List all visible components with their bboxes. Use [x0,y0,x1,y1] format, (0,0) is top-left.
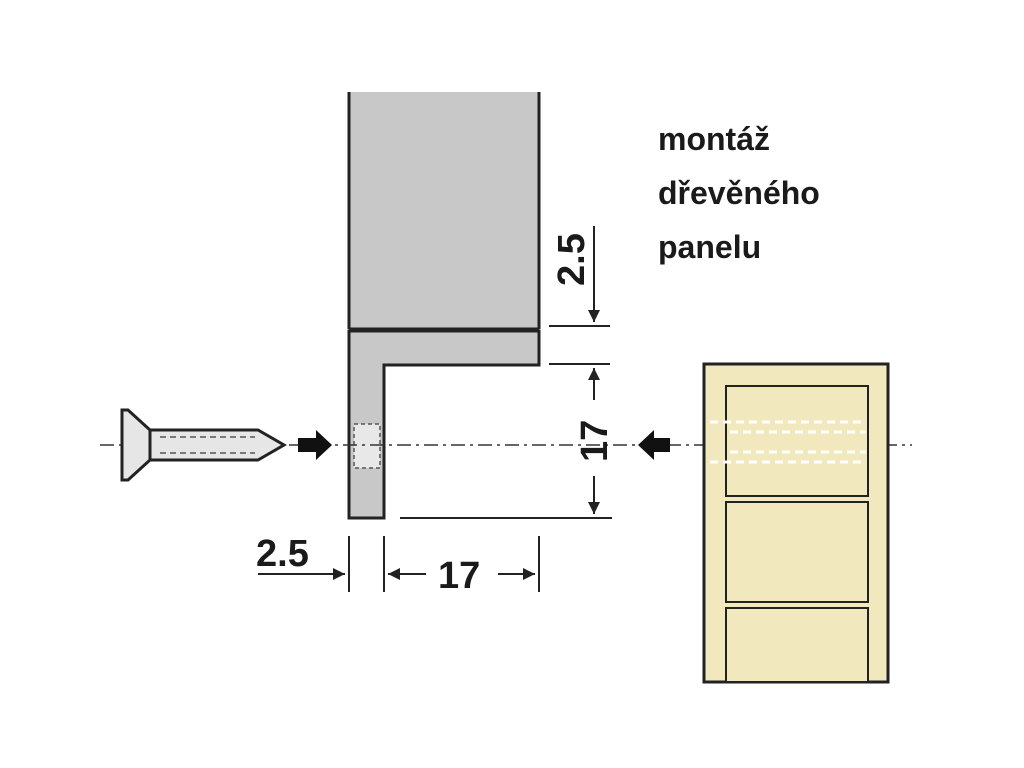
wooden-panel [702,362,890,684]
caption-line-3: panelu [658,229,762,265]
dimension-horizontal-width-label: 17 [438,555,480,597]
dimension-side-thickness: 2.5 [256,533,385,592]
panel-slot-hidden-lines [710,420,866,464]
dimension-top-thickness: 2.5 [549,226,610,327]
dimension-vertical-height-label: 17 [574,420,616,462]
dimension-top-thickness-label: 2.5 [551,233,593,286]
dimension-vertical-height: 17 [400,363,616,519]
profile-upper-block [347,92,541,331]
l-profile [347,329,541,520]
caption-line-2: dřevěného [658,175,820,211]
arrow-right-icon [298,430,332,460]
dimension-horizontal-width: 17 [388,536,540,597]
arrow-left-icon [638,430,670,460]
dimension-side-thickness-label: 2.5 [256,533,309,575]
caption-line-1: montáž [658,121,770,157]
panel-mounting-caption: montáž dřevěného panelu [658,112,978,274]
screw-icon [120,408,288,482]
